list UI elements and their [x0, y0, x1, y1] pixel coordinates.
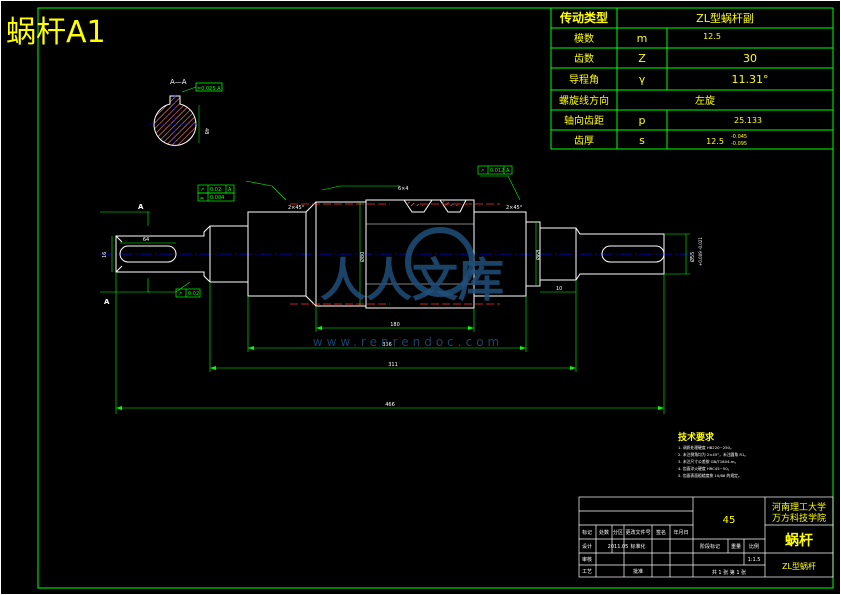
param-value-helix-direction: 左旋 — [695, 94, 715, 107]
param-label-helix-direction: 螺旋线方向 — [559, 94, 609, 107]
section-mark-bottom: A — [104, 298, 110, 306]
dim-overall-length: 466 — [385, 402, 395, 408]
tb-hdr-date: 年月日 — [673, 529, 688, 536]
dim-angle-label: 6×4 — [398, 186, 409, 192]
tb-row-approve: 批准 — [633, 568, 643, 575]
watermark-url: www.renrendoc.com — [313, 335, 503, 349]
param-symbol-teeth: Z — [638, 52, 646, 65]
sheet-title: 蜗杆A1 — [6, 15, 106, 50]
tolerance-frame-runout-bottom: ↗ 0.02 — [175, 288, 201, 298]
tb-school-line1: 河南理工大学 — [772, 501, 826, 513]
tech-note-4: 4. 齿面淬火硬度 HRC45~50。 — [678, 466, 731, 471]
dimension-arrows — [116, 326, 664, 410]
sheet-inner-border — [37, 7, 834, 589]
tolerance-frame-runout-top: ↗ 0.012 A — [477, 165, 513, 175]
tol-runout-a-symbol: ↗ — [200, 187, 204, 193]
param-symbol-axial-pitch: p — [639, 114, 646, 127]
tb-scale-label: 比例 — [749, 543, 759, 550]
param-symbol-module: m — [637, 32, 648, 45]
tb-scale: 1:1.5 — [748, 557, 761, 563]
tol-runout-a-datum: A — [228, 187, 232, 193]
param-label-tooth-thickness: 齿厚 — [574, 135, 594, 147]
tb-hdr-count: 处数 — [599, 529, 609, 536]
tb-row-process: 工艺 — [582, 569, 592, 575]
param-tol-upper: -0.045 — [731, 134, 747, 140]
section-tolerance: =0.025 A — [197, 86, 221, 92]
section-dimension: 48 — [203, 128, 209, 134]
param-symbol-tooth-thickness: s — [639, 134, 645, 147]
param-label-module: 模数 — [574, 32, 594, 45]
tol-flatness-symbol: ⌓ — [200, 195, 204, 201]
tech-note-1: 1. 调质处理硬度 HB220~250。 — [678, 445, 734, 450]
tb-stage-label: 阶段标记 — [700, 543, 720, 550]
tol-runout-bottom-symbol: ↗ — [178, 291, 182, 297]
dim-length-336: 336 — [382, 342, 392, 348]
tol-flatness-value: 0.004 — [210, 195, 224, 201]
tolerance-frame-flatness: ⌓ 0.004 — [197, 192, 235, 202]
dim-keyway-width: 16 — [102, 252, 108, 258]
tech-notes-title: 技术要求 — [678, 431, 715, 443]
tol-runout-top-value: 0.012 — [490, 168, 504, 174]
technical-notes: 技术要求 1. 调质处理硬度 HB220~250。 2. 未注倒角均为 2×45… — [678, 431, 748, 478]
tb-school-line2: 万方科技学院 — [772, 512, 826, 524]
tb-drawing-no: ZL型蜗杆 — [782, 561, 816, 571]
tb-row-review: 审核 — [582, 556, 592, 563]
tol-runout-top-symbol: ↗ — [480, 168, 484, 174]
tb-hdr-mark: 标记 — [582, 529, 592, 536]
dim-dia-shoulder: Ø68 — [535, 250, 542, 260]
param-header-value: ZL型蜗杆副 — [696, 11, 754, 25]
param-label-lead-angle: 导程角 — [569, 74, 599, 86]
title-block — [578, 496, 834, 578]
worm-shaft-main-view — [100, 199, 690, 309]
tb-row-std: 标准化 — [630, 543, 645, 550]
tech-note-3: 3. 未注尺寸公差按 GB/T1804-m。 — [678, 459, 738, 464]
dim-length-311: 311 — [388, 362, 398, 368]
tb-hdr-zone: 分区 — [613, 529, 623, 536]
param-label-teeth: 齿数 — [574, 52, 594, 65]
section-view-a-a: A—A =0.025 A 48 — [148, 78, 223, 150]
parameter-table — [550, 7, 834, 150]
dim-shaft-tol-right: +0.009 -0.021 — [698, 237, 703, 266]
tech-note-2: 2. 未注倒角均为 2×45°，未注圆角 R1。 — [678, 452, 748, 457]
tech-note-5: 5. 齿面表面粗糙度按 10/88 的规定。 — [678, 473, 742, 478]
section-label: A—A — [170, 78, 187, 86]
param-value-teeth: 30 — [743, 52, 757, 65]
param-label-axial-pitch: 轴向齿距 — [564, 114, 604, 127]
dim-chamfer-right: 2×45° — [506, 205, 523, 211]
tb-design-date: 2011.05 — [608, 544, 629, 550]
param-value-module: 12.5 — [703, 32, 721, 41]
param-header-label: 传动类型 — [559, 10, 608, 25]
param-value-lead-angle: 11.31° — [732, 73, 769, 86]
dim-chamfer-left: 2×45° — [288, 205, 305, 211]
dim-offset-10: 10 — [556, 286, 562, 292]
tolerance-frame-runout-a: ↗ 0.02 A — [197, 184, 235, 194]
dim-shaft-dia-right: Ø55 — [689, 252, 696, 262]
dimension-lines — [100, 175, 690, 414]
tb-part-name: 蜗杆 — [785, 532, 813, 549]
dim-dia-mid: Ø80 — [359, 252, 366, 262]
tb-weight-label: 重量 — [731, 543, 741, 550]
tol-runout-top-datum: A — [506, 168, 510, 174]
dim-length-180: 180 — [390, 322, 400, 328]
tb-material: 45 — [723, 515, 736, 526]
param-symbol-lead-angle: γ — [639, 73, 646, 86]
tb-sheet-info: 共 1 张 第 1 张 — [712, 569, 746, 576]
watermark: 人人文库 www.renrendoc.com — [313, 227, 504, 349]
tb-hdr-docno: 更改文件号 — [625, 529, 650, 536]
watermark-text: 人人文库 — [320, 253, 504, 307]
tol-runout-bottom-value: 0.02 — [188, 291, 199, 297]
section-mark-top: A — [138, 203, 144, 211]
tol-runout-a-value: 0.02 — [210, 187, 221, 193]
param-value-axial-pitch: 25.133 — [734, 116, 762, 125]
param-value-tooth-thickness: 12.5 — [706, 137, 724, 146]
tb-hdr-sign: 签名 — [656, 529, 666, 536]
tb-row-design: 设计 — [582, 543, 592, 550]
param-tol-lower: -0.095 — [731, 141, 747, 147]
dim-keyway-length: 64 — [143, 237, 149, 243]
